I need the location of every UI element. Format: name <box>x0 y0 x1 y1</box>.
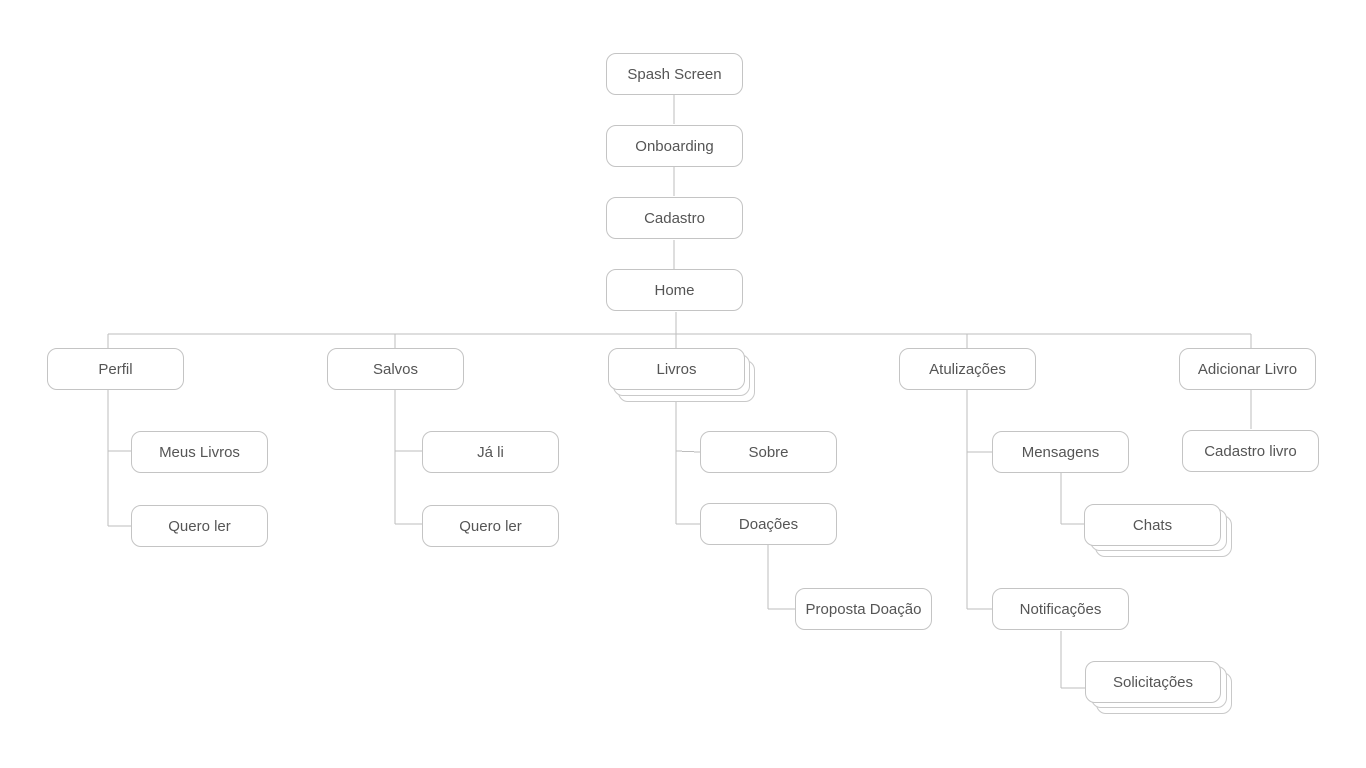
node-salvos-quero-ler: Quero ler <box>422 505 559 547</box>
node-salvos: Salvos <box>327 348 464 390</box>
node-livros: Livros <box>608 348 745 390</box>
node-onboarding: Onboarding <box>606 125 743 167</box>
node-notificacoes: Notificações <box>992 588 1129 630</box>
node-chats: Chats <box>1084 504 1221 546</box>
node-home: Home <box>606 269 743 311</box>
node-cadastro: Cadastro <box>606 197 743 239</box>
node-proposta-doacao: Proposta Doação <box>795 588 932 630</box>
node-solicitacoes: Solicitações <box>1085 661 1221 703</box>
node-perfil: Perfil <box>47 348 184 390</box>
node-doacoes: Doações <box>700 503 837 545</box>
node-atualizacoes: Atulizações <box>899 348 1036 390</box>
node-ja-li: Já li <box>422 431 559 473</box>
node-adicionar-livro: Adicionar Livro <box>1179 348 1316 390</box>
node-sobre: Sobre <box>700 431 837 473</box>
node-splash-screen: Spash Screen <box>606 53 743 95</box>
node-perfil-quero-ler: Quero ler <box>131 505 268 547</box>
node-cadastro-livro: Cadastro livro <box>1182 430 1319 472</box>
edge-livros-sobre <box>675 450 701 453</box>
node-meus-livros: Meus Livros <box>131 431 268 473</box>
node-mensagens: Mensagens <box>992 431 1129 473</box>
